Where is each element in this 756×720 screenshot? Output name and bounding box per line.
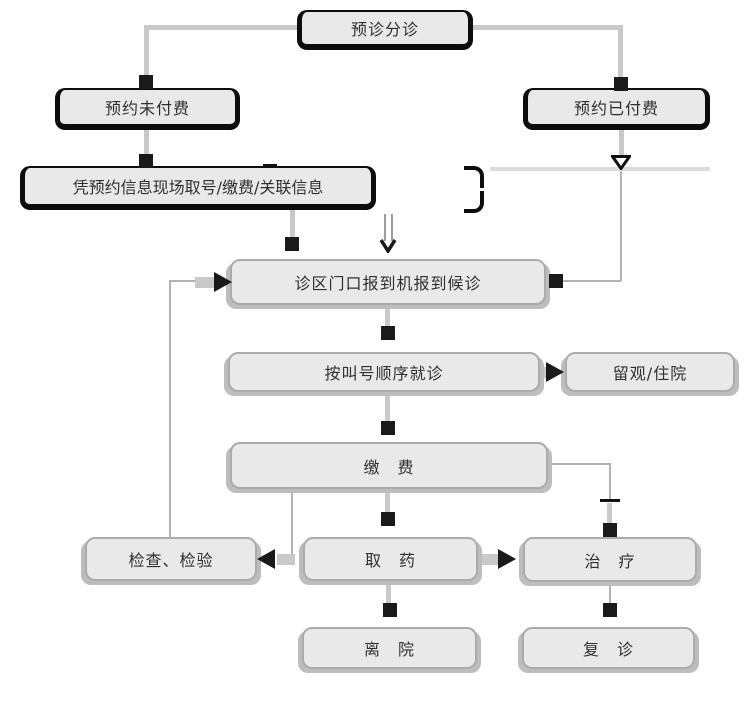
node-appointment-unpaid-label: 预约未付费 <box>104 99 190 118</box>
node-checkin-waiting-label: 诊区门口报到机报到候诊 <box>294 274 482 293</box>
connector-line <box>620 171 622 281</box>
square-connector-icon <box>381 326 395 340</box>
node-examination: 检查、检验 <box>85 537 257 581</box>
node-consult-in-order: 按叫号顺序就诊 <box>228 352 540 392</box>
node-triage-label: 预诊分诊 <box>350 20 419 39</box>
square-connector-icon <box>603 523 617 537</box>
node-dispensary: 取 药 <box>303 537 478 581</box>
node-payment-label: 缴 费 <box>363 457 415 477</box>
square-connector-icon <box>549 274 563 288</box>
v-arrow-down-icon <box>379 239 397 253</box>
node-checkin-waiting: 诊区门口报到机报到候诊 <box>230 259 546 305</box>
tick-mark-icon <box>600 499 620 502</box>
loopback-line <box>169 281 171 538</box>
connector-line <box>473 25 622 30</box>
square-connector-icon <box>603 603 617 617</box>
square-connector-icon <box>139 75 153 89</box>
connector-line <box>540 367 548 378</box>
node-appointment-paid-label: 预约已付费 <box>573 99 659 118</box>
node-payment: 缴 费 <box>230 442 548 489</box>
arrowhead-right-icon <box>498 549 516 569</box>
connector-line <box>277 554 295 565</box>
node-observation: 留观/住院 <box>565 352 735 392</box>
connector-line <box>385 305 390 327</box>
node-treatment-label: 治 疗 <box>584 551 636 571</box>
connector-line <box>144 130 149 156</box>
node-appointment-paid: 预约已付费 <box>523 88 710 130</box>
node-follow-up-label: 复 诊 <box>582 640 634 659</box>
square-connector-icon <box>381 421 395 435</box>
connector-line <box>548 463 610 465</box>
connector-double-line <box>384 214 393 241</box>
connector-line <box>195 277 217 288</box>
connector-line <box>385 489 390 513</box>
ghost-box-corner <box>464 166 484 188</box>
node-onsite-registration: 凭预约信息现场取号/缴费/关联信息 <box>20 166 376 210</box>
square-connector-icon <box>285 237 299 251</box>
arrowhead-right-icon <box>214 272 232 292</box>
divider-line <box>490 167 710 171</box>
arrowhead-left-icon <box>257 549 275 569</box>
connector-line <box>478 554 500 565</box>
connector-line <box>291 489 293 560</box>
node-onsite-registration-label: 凭预约信息现场取号/缴费/关联信息 <box>72 178 324 197</box>
connector-line <box>144 25 149 76</box>
connector-line <box>607 503 612 523</box>
connector-line <box>563 280 621 282</box>
connector-line <box>609 582 611 603</box>
tick-mark-icon <box>263 164 277 168</box>
square-connector-icon <box>614 77 628 91</box>
square-connector-icon <box>383 603 397 617</box>
square-connector-icon <box>139 154 153 168</box>
node-observation-label: 留观/住院 <box>612 364 688 383</box>
node-leave-hospital: 离 院 <box>302 627 477 669</box>
node-examination-label: 检查、检验 <box>128 551 214 570</box>
ghost-box-corner <box>464 191 484 213</box>
node-appointment-unpaid: 预约未付费 <box>55 88 240 130</box>
connector-line <box>619 130 624 158</box>
connector-line <box>290 210 295 238</box>
node-triage: 预诊分诊 <box>297 10 473 50</box>
connector-line <box>609 463 611 500</box>
square-connector-icon <box>381 512 395 526</box>
node-leave-hospital-label: 离 院 <box>363 640 415 659</box>
connector-line <box>385 392 390 422</box>
connector-line <box>146 25 297 30</box>
node-dispensary-label: 取 药 <box>364 551 416 570</box>
node-treatment: 治 疗 <box>523 537 697 582</box>
hollow-triangle-down-icon <box>611 155 631 170</box>
arrowhead-right-icon <box>546 362 564 382</box>
loopback-line <box>169 280 196 282</box>
connector-line <box>386 581 391 603</box>
node-follow-up: 复 诊 <box>522 627 695 669</box>
connector-line <box>618 25 623 78</box>
node-consult-in-order-label: 按叫号顺序就诊 <box>324 364 444 383</box>
